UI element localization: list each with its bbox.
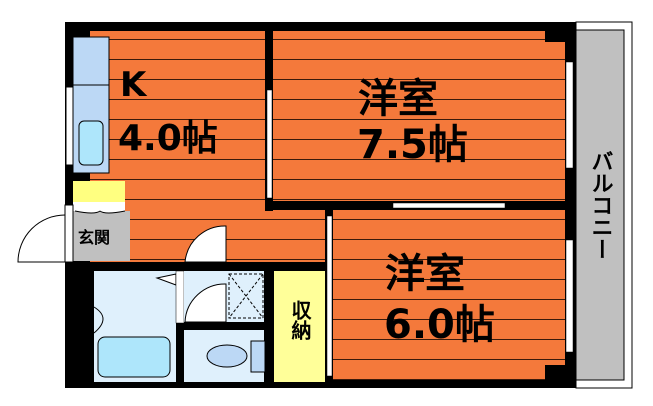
western1-name: 洋室 [358, 76, 438, 122]
shoe-box [73, 181, 125, 202]
toilet-icon [206, 344, 248, 368]
kitchen-size: 4.0帖 [118, 118, 218, 159]
balcony-label: バルコニー [588, 150, 613, 260]
storage-floor [274, 271, 325, 382]
sink-icon [78, 120, 104, 166]
entrance-floor [73, 211, 130, 261]
kitchen-window [65, 86, 74, 166]
bathtub-icon [97, 336, 171, 378]
western-room-1-floor [273, 31, 565, 201]
kitchen-name: K [120, 65, 148, 105]
balcony-floor [575, 29, 625, 381]
western2-size: 6.0帖 [384, 302, 495, 348]
entrance-door-swing [17, 214, 66, 263]
western-room-2-floor [333, 210, 565, 380]
toilet-door-swing[interactable] [184, 283, 227, 323]
bathroom-door-swing[interactable] [184, 225, 227, 263]
western2-window [565, 239, 574, 353]
western1-window [565, 61, 574, 169]
western2-name: 洋室 [385, 251, 465, 297]
entrance-door-frame[interactable] [64, 204, 74, 263]
storage-label: 収納 [288, 300, 312, 340]
western1-size: 7.5帖 [357, 122, 468, 168]
sliding-door-western1-western2[interactable] [392, 202, 506, 209]
sliding-door-k-western1[interactable] [266, 89, 273, 199]
hall-floor [130, 210, 325, 270]
entrance-label: 玄関 [78, 228, 110, 247]
sliding-door-western2[interactable] [326, 215, 333, 377]
